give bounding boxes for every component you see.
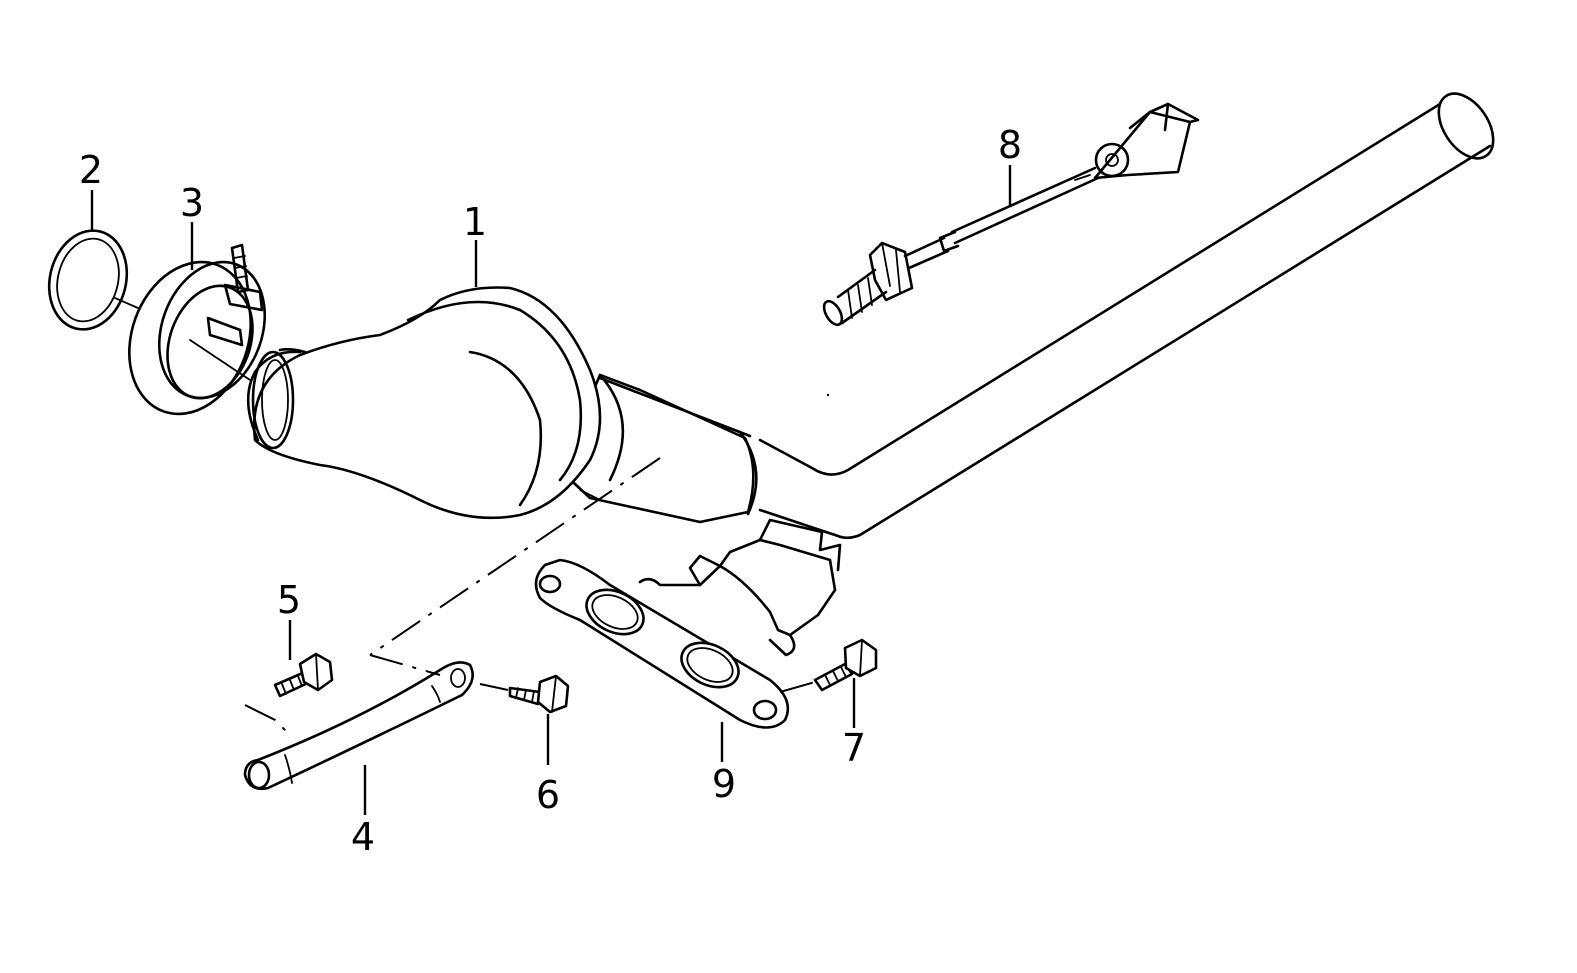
- callout-9: 9: [712, 762, 736, 806]
- clamp: [128, 243, 267, 416]
- flange-gasket: [534, 518, 842, 729]
- leader-lines: [90, 165, 1012, 815]
- bolt-5: [273, 652, 334, 698]
- callout-6: 6: [536, 773, 560, 817]
- exhaust-pipe: [758, 92, 1495, 540]
- bracket-strap: [243, 661, 474, 790]
- callout-7: 7: [842, 726, 866, 770]
- callout-5: 5: [277, 578, 301, 622]
- callout-labels: 1 2 3 4 5 6 7 8 9: [79, 123, 1022, 859]
- bolt-6: [508, 674, 570, 714]
- catalytic-converter: [246, 286, 758, 524]
- callout-3: 3: [180, 181, 204, 225]
- gasket-ring: [47, 229, 129, 331]
- speck: [826, 393, 830, 397]
- temperature-sensor: [822, 102, 1200, 327]
- callout-4: 4: [351, 815, 375, 859]
- assembly-lines: [114, 297, 816, 736]
- callout-2: 2: [79, 148, 103, 192]
- bolt-7: [813, 638, 878, 692]
- callout-8: 8: [998, 123, 1022, 167]
- callout-1: 1: [463, 200, 487, 244]
